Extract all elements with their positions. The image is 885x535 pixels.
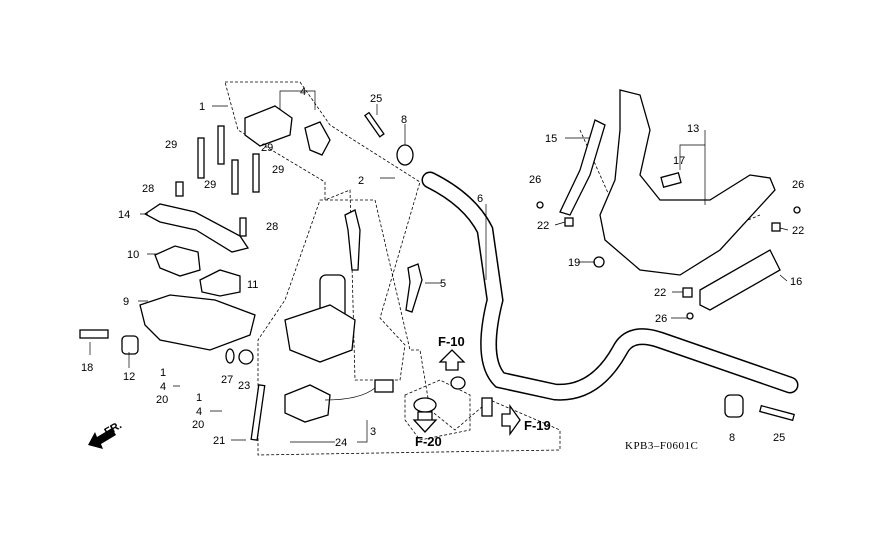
callout: 19 <box>568 257 580 269</box>
callout: 25 <box>773 432 785 444</box>
callout: 8 <box>729 432 735 444</box>
callout: 29 <box>261 142 273 154</box>
callout: 8 <box>401 114 407 126</box>
bolt-29 <box>252 153 260 193</box>
callout: 4 <box>160 381 166 393</box>
rubber-8-top <box>396 144 414 166</box>
callout: 16 <box>790 276 802 288</box>
callout: 22 <box>654 287 666 299</box>
bolt-25 <box>363 111 385 138</box>
callout: 3 <box>370 426 376 438</box>
cover-16 <box>699 249 781 311</box>
callout: 23 <box>238 380 250 392</box>
seat-lock-3 <box>284 384 331 423</box>
diagram-code: KPB3–F0601C <box>625 440 698 452</box>
connector <box>374 379 394 393</box>
callout: 22 <box>537 220 549 232</box>
screw-26 <box>793 206 801 214</box>
callout: 6 <box>477 193 483 205</box>
arrow-down-icon <box>412 411 438 433</box>
callout: 12 <box>123 371 135 383</box>
washer-27 <box>225 348 235 364</box>
group-outline-clips <box>404 379 471 441</box>
cover-13 <box>599 89 776 276</box>
callout: 13 <box>687 123 699 135</box>
nut-22 <box>682 287 693 298</box>
bolt-29 <box>217 125 225 165</box>
callout: 24 <box>335 437 347 449</box>
callout: 1 <box>199 101 205 113</box>
callout: 28 <box>266 221 278 233</box>
callout: 22 <box>792 225 804 237</box>
bolt-28 <box>175 181 184 197</box>
clip-f10 <box>450 376 466 390</box>
rubber-8-bottom <box>724 394 744 418</box>
clip-f19 <box>481 397 493 417</box>
nut-22 <box>771 222 781 232</box>
stay-14 <box>143 203 250 253</box>
callout: 2 <box>358 175 364 187</box>
callout: 21 <box>213 435 225 447</box>
front-direction-arrow: FR. <box>88 419 124 449</box>
stay-15 <box>559 119 606 216</box>
callout: 1 <box>160 367 166 379</box>
bolt-25-bottom <box>759 404 795 422</box>
callout: 20 <box>156 394 168 406</box>
callout: 29 <box>204 179 216 191</box>
callout: 29 <box>272 164 284 176</box>
callout: 10 <box>127 249 139 261</box>
clip-f20 <box>413 397 437 413</box>
bolt-29 <box>197 137 205 179</box>
holder-11 <box>199 269 241 297</box>
callout: 26 <box>792 179 804 191</box>
callout: 28 <box>142 183 154 195</box>
callout: 20 <box>192 419 204 431</box>
bolt-21 <box>250 384 266 441</box>
clip-17 <box>660 172 682 188</box>
holder-9 <box>139 294 256 351</box>
callout: 14 <box>118 209 130 221</box>
collar-12 <box>121 335 139 355</box>
callout: 4 <box>300 86 306 98</box>
callout: 9 <box>123 296 129 308</box>
bolt-29 <box>231 159 239 195</box>
nut-22 <box>564 217 574 227</box>
callout: 27 <box>221 374 233 386</box>
front-arrow-label: FR. <box>103 419 124 438</box>
callout: 11 <box>247 279 258 291</box>
screw-19 <box>593 256 605 268</box>
key-5 <box>405 263 423 313</box>
callout: 18 <box>81 362 93 374</box>
callout: 1 <box>196 392 202 404</box>
callout: 5 <box>440 278 446 290</box>
reference-label: F-20 <box>415 434 442 449</box>
holder-10 <box>154 245 201 277</box>
reference-label: F-10 <box>438 334 465 349</box>
screw-26 <box>536 201 544 209</box>
handle-holder-clamp <box>304 121 331 156</box>
callout: 25 <box>370 93 382 105</box>
bolt-18 <box>79 329 109 339</box>
callout: 29 <box>165 139 177 151</box>
handle-holder-upper <box>244 105 293 147</box>
callout: 4 <box>196 406 202 418</box>
callout: 17 <box>673 155 685 167</box>
callout: 26 <box>655 313 667 325</box>
reference-label: F-19 <box>524 418 551 433</box>
callouts: 1 4 25 8 29 29 29 29 28 2 6 14 28 10 11 … <box>81 86 804 449</box>
callout: 15 <box>545 133 557 145</box>
arrow-right-icon <box>501 403 521 437</box>
callout: 26 <box>529 174 541 186</box>
screw-26 <box>686 312 694 320</box>
arrow-up-icon <box>438 349 466 371</box>
key-2 <box>344 209 361 271</box>
group-outline-handle-holder <box>224 81 421 381</box>
ignition-switch-body <box>284 304 356 363</box>
nut-23 <box>238 349 254 365</box>
bolt-28 <box>239 217 247 237</box>
